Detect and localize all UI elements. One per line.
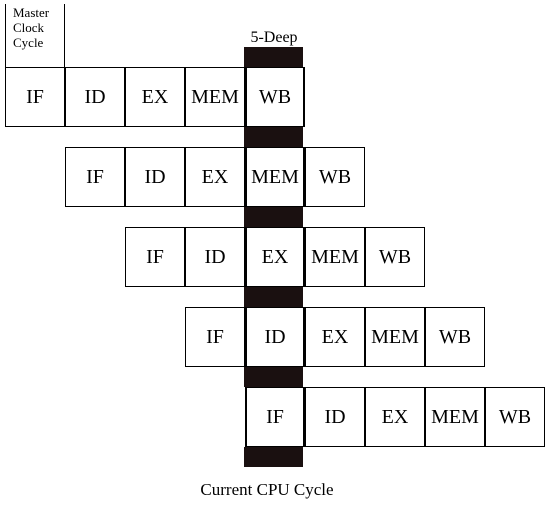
stage-label: WB bbox=[378, 245, 412, 268]
stage-label: EX bbox=[261, 245, 289, 268]
stage-wb-row-3: WB bbox=[365, 227, 425, 287]
master-clock-cycle-label: Master Clock Cycle bbox=[13, 5, 49, 50]
stage-label: ID bbox=[324, 405, 346, 428]
stage-label: IF bbox=[26, 85, 44, 108]
stage-mem-row-2: MEM bbox=[245, 147, 305, 207]
stage-label: ID bbox=[144, 165, 166, 188]
pipeline-depth-label: 5-Deep bbox=[250, 29, 298, 46]
header-line-clock: Clock bbox=[13, 20, 45, 35]
stage-id-row-2: ID bbox=[125, 147, 185, 207]
stage-label: ID bbox=[204, 245, 226, 268]
stage-label: IF bbox=[146, 245, 164, 268]
active-cycle-bar-5 bbox=[244, 367, 303, 387]
stage-label: WB bbox=[498, 405, 532, 428]
active-cycle-bar-6 bbox=[244, 447, 303, 467]
master-clock-cycle-box bbox=[5, 4, 65, 67]
stage-label: IF bbox=[86, 165, 104, 188]
active-cycle-bar-2 bbox=[244, 127, 303, 147]
stage-mem-row-4: MEM bbox=[365, 307, 425, 367]
stage-id-row-3: ID bbox=[185, 227, 245, 287]
stage-wb-row-2: WB bbox=[305, 147, 365, 207]
stage-ex-row-3: EX bbox=[245, 227, 305, 287]
stage-label: WB bbox=[258, 85, 292, 108]
stage-label: ID bbox=[264, 325, 286, 348]
stage-label: EX bbox=[201, 165, 229, 188]
stage-label: MEM bbox=[431, 405, 479, 428]
header-line-master: Master bbox=[13, 5, 50, 20]
active-cycle-bar-1 bbox=[244, 47, 303, 67]
stage-if-row-1: IF bbox=[5, 67, 65, 127]
stage-label: MEM bbox=[311, 245, 359, 268]
stage-wb-row-4: WB bbox=[425, 307, 485, 367]
stage-label: IF bbox=[206, 325, 224, 348]
current-cpu-cycle-caption: Current CPU Cycle bbox=[200, 480, 334, 499]
header-line-cycle: Cycle bbox=[13, 35, 44, 50]
stage-if-row-2: IF bbox=[65, 147, 125, 207]
stage-mem-row-1: MEM bbox=[185, 67, 245, 127]
stage-if-row-5: IF bbox=[245, 387, 305, 447]
active-cycle-bar-3 bbox=[244, 207, 303, 227]
stage-if-row-4: IF bbox=[185, 307, 245, 367]
stage-label: WB bbox=[438, 325, 472, 348]
stage-label: MEM bbox=[251, 165, 299, 188]
stage-ex-row-1: EX bbox=[125, 67, 185, 127]
stage-mem-row-3: MEM bbox=[305, 227, 365, 287]
stage-label: EX bbox=[321, 325, 349, 348]
stage-label: MEM bbox=[371, 325, 419, 348]
stage-id-row-4: ID bbox=[245, 307, 305, 367]
stage-label: EX bbox=[141, 85, 169, 108]
stage-label: WB bbox=[318, 165, 352, 188]
stage-id-row-1: ID bbox=[65, 67, 125, 127]
stage-label: EX bbox=[381, 405, 409, 428]
stage-mem-row-5: MEM bbox=[425, 387, 485, 447]
stage-label: ID bbox=[84, 85, 106, 108]
stage-wb-row-1: WB bbox=[245, 67, 305, 127]
stage-ex-row-2: EX bbox=[185, 147, 245, 207]
stage-if-row-3: IF bbox=[125, 227, 185, 287]
stage-ex-row-5: EX bbox=[365, 387, 425, 447]
stage-ex-row-4: EX bbox=[305, 307, 365, 367]
stage-wb-row-5: WB bbox=[485, 387, 545, 447]
stage-label: MEM bbox=[191, 85, 239, 108]
stage-id-row-5: ID bbox=[305, 387, 365, 447]
active-cycle-bar-4 bbox=[244, 287, 303, 307]
stage-label: IF bbox=[266, 405, 284, 428]
